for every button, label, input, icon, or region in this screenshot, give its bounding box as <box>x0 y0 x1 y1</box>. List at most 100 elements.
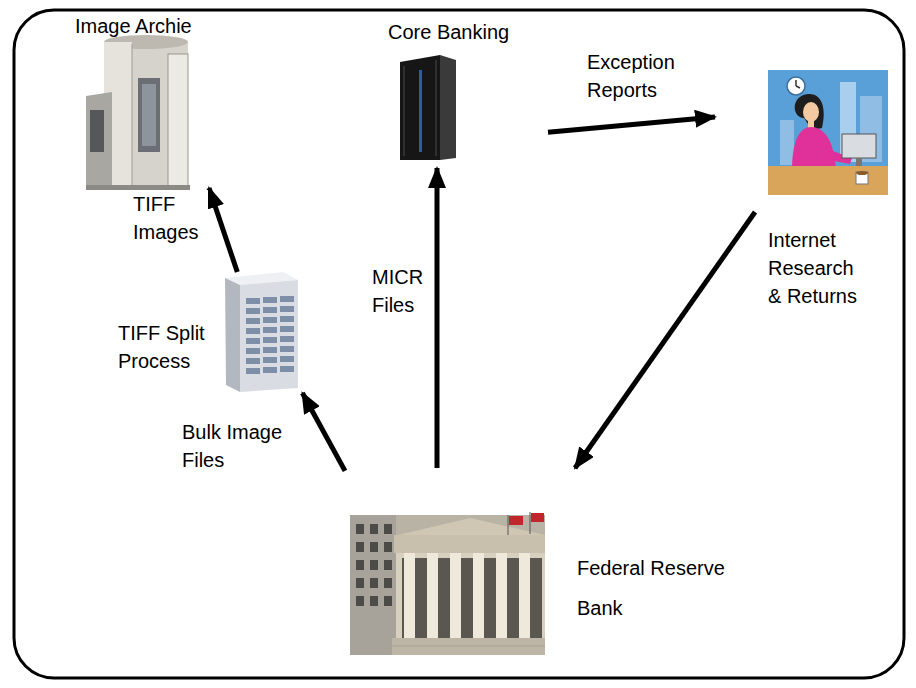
server-tower-picture-part-part <box>263 327 277 333</box>
image-archive-picture-part <box>138 78 160 152</box>
flow-label: TIFF Images <box>133 190 208 246</box>
node-label: TIFF Split Process <box>118 319 213 375</box>
bank-building-picture-part-part <box>384 542 392 552</box>
server-tower-picture-part-part <box>263 317 277 323</box>
flow-arrow <box>575 212 755 468</box>
bank-building-picture-part <box>350 515 545 655</box>
office-worker-picture-part <box>768 70 888 195</box>
office-worker-picture-part <box>803 102 819 122</box>
office-worker-picture-part <box>787 77 805 95</box>
bank-building-picture-part-part <box>370 524 378 534</box>
bank-building-picture-part-part <box>519 553 530 639</box>
bank-building-picture-part-part <box>427 553 438 639</box>
server-tower-picture-part-part <box>280 306 294 312</box>
server-tower-picture-part-part <box>280 296 294 302</box>
server-tower-picture-part-part <box>280 356 294 362</box>
server-tower-picture-part-part <box>280 316 294 322</box>
mainframe-picture-part <box>419 70 422 152</box>
server-tower-picture-part-part <box>263 297 277 303</box>
bank-building-picture <box>350 512 545 655</box>
bank-building-picture-part <box>392 646 545 647</box>
bank-building-picture-part-part <box>370 596 378 606</box>
mainframe-picture-part <box>436 60 437 156</box>
office-worker-picture-part <box>856 158 862 166</box>
server-tower-picture-part-part <box>246 348 260 354</box>
node-label: Image Archie <box>75 12 205 40</box>
bank-building-picture-part-part <box>370 560 378 570</box>
bank-building-picture-part <box>392 638 545 655</box>
flow-label: Exception Reports <box>587 48 687 104</box>
server-tower-picture-part-part <box>246 328 260 334</box>
bank-building-picture-part-part <box>370 542 378 552</box>
image-archive-picture-part <box>90 110 104 152</box>
office-worker-picture-part <box>842 134 876 158</box>
bank-building-picture-part-part <box>356 560 364 570</box>
office-worker-picture-part <box>795 94 824 130</box>
server-tower-picture-part-part <box>246 298 260 304</box>
archive-node: Image Archie <box>72 10 209 192</box>
mainframe-node: Core Banking <box>385 18 548 168</box>
server-tower-picture-part <box>225 278 240 392</box>
server-tower-picture-part-part <box>246 368 260 374</box>
server-tower-picture-part-part <box>246 338 260 344</box>
server-tower-picture-part-part <box>280 346 294 352</box>
frame-border <box>14 10 904 678</box>
bank-building-picture-part-part <box>356 596 364 606</box>
office-worker-picture-part <box>792 127 836 170</box>
office-worker-picture-part <box>808 120 814 128</box>
server-tower-picture-part-part <box>280 326 294 332</box>
server-tower-picture-part-part <box>263 307 277 313</box>
node-label: Federal Reserve Bank <box>577 548 737 628</box>
office-worker-picture-part <box>795 80 797 86</box>
server-tower-picture-part-part <box>263 367 277 373</box>
bank-building-picture-part <box>509 516 523 525</box>
image-archive-picture-part <box>168 54 188 186</box>
image-archive-picture <box>86 35 190 190</box>
flow-arrow <box>209 188 237 272</box>
bank-building-picture-part-part <box>384 596 392 606</box>
server-tower-picture-part-part <box>246 318 260 324</box>
image-archive-picture-part <box>142 84 156 146</box>
image-archive-picture-part <box>132 44 133 188</box>
flow-label: Internet Research & Returns <box>768 226 868 310</box>
server-tower-picture-part-part <box>263 337 277 343</box>
server-node: TIFF Split Process <box>115 272 305 393</box>
node-label: Core Banking <box>388 18 518 46</box>
mainframe-picture-part <box>404 66 405 156</box>
server-tower-picture <box>225 272 298 392</box>
bank-building-picture-part-part <box>496 553 507 639</box>
office-worker-picture-part <box>856 172 868 184</box>
bank-building-picture-part-part <box>356 578 364 588</box>
flow-arrow <box>548 117 715 132</box>
flow-label: MICR Files <box>372 263 432 319</box>
office-worker-picture-part <box>856 171 868 175</box>
bank-building-picture-part <box>404 553 530 639</box>
server-tower-picture-part <box>240 280 298 392</box>
office-worker-picture-part <box>780 120 794 165</box>
bank-building-picture-part-part <box>473 553 484 639</box>
server-tower-picture-part-part <box>246 358 260 364</box>
mainframe-picture <box>400 55 456 160</box>
bank-building-picture-part-part <box>450 553 461 639</box>
bank-building-picture-part-part <box>356 524 364 534</box>
office-worker-picture-part <box>796 86 800 88</box>
bank-building-picture-part-part <box>404 553 415 639</box>
office-worker-picture-part <box>768 166 888 195</box>
bank-building-picture-part <box>350 515 396 655</box>
flow-arrow <box>435 168 440 468</box>
bank-building-picture-part <box>394 535 545 553</box>
server-tower-picture-part-part <box>280 336 294 342</box>
bank-building-picture-part-part <box>384 560 392 570</box>
bank-building-picture-part-part <box>356 542 364 552</box>
server-tower-picture-part-part <box>280 366 294 372</box>
bank-building-picture-part-part <box>370 578 378 588</box>
office-worker-picture <box>768 70 888 195</box>
bank-building-picture-part-part <box>384 524 392 534</box>
mainframe-picture-part <box>400 55 440 160</box>
image-archive-picture-part <box>104 42 188 188</box>
operator-node <box>715 68 890 212</box>
bank-building-picture-part <box>508 515 509 535</box>
